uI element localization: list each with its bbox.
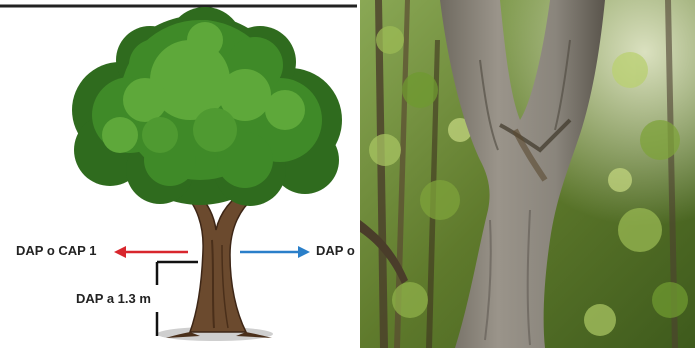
tree-photo <box>360 0 695 348</box>
arrow-left-icon <box>114 246 188 258</box>
tree-diagram-panel: DAP o CAP 1 DAP o DAP a 1.3 m <box>0 0 357 348</box>
tree-illustration <box>0 0 357 348</box>
dap-cap-label-left: DAP o CAP 1 <box>16 244 96 258</box>
arrow-right-icon <box>240 246 310 258</box>
dap-label-right: DAP o <box>316 244 357 258</box>
tree-canopy <box>72 7 342 206</box>
tree-photo-panel <box>360 0 695 348</box>
dap-height-label: DAP a 1.3 m <box>76 292 151 306</box>
